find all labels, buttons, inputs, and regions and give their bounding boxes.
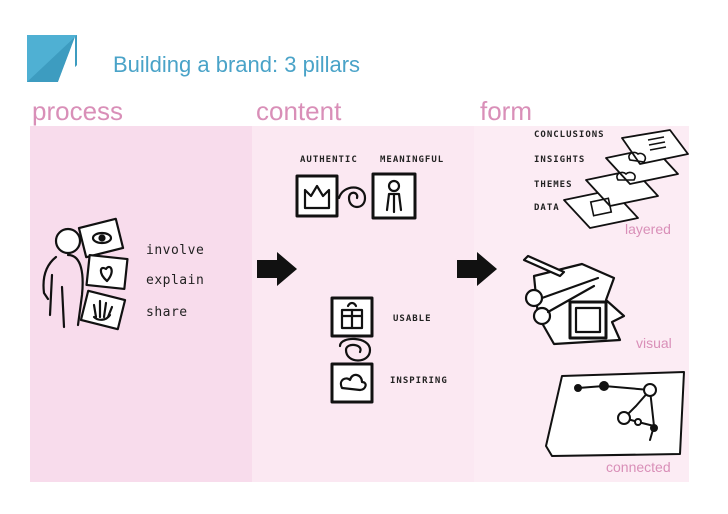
form-label-connected: connected	[606, 459, 671, 475]
arrow-right-icon	[457, 252, 497, 286]
usable-inspiring-sketch	[330, 296, 374, 404]
person-with-cards-sketch	[42, 217, 129, 331]
content-label-meaningful: MEANINGFUL	[380, 155, 445, 165]
scissors-pencil-sketch	[522, 254, 626, 346]
column-heading-process: process	[32, 96, 124, 126]
form-stack-data: DATA	[534, 203, 560, 213]
folded-corner-icon	[27, 35, 77, 82]
form-stack-conclusions: CONCLUSIONS	[534, 130, 605, 140]
page-title: Building a brand: 3 pillars	[113, 52, 361, 77]
content-label-usable: USABLE	[393, 314, 432, 324]
arrow-right-icon	[257, 252, 297, 286]
column-heading-content: content	[256, 96, 342, 126]
form-stack-insights: INSIGHTS	[534, 155, 586, 165]
content-label-inspiring: INSPIRING	[390, 376, 448, 386]
process-item-share: share	[146, 305, 188, 320]
form-label-layered: layered	[625, 221, 671, 237]
network-map-sketch	[545, 371, 685, 457]
form-label-visual: visual	[636, 335, 672, 351]
form-stack-themes: THEMES	[534, 180, 573, 190]
content-label-authentic: AUTHENTIC	[300, 155, 358, 165]
authentic-meaningful-sketch	[295, 172, 417, 220]
process-item-explain: explain	[146, 273, 205, 288]
process-panel	[30, 126, 252, 482]
column-heading-form: form	[480, 96, 532, 126]
layered-sheets-sketch	[563, 129, 689, 229]
process-item-involve: involve	[146, 243, 205, 258]
